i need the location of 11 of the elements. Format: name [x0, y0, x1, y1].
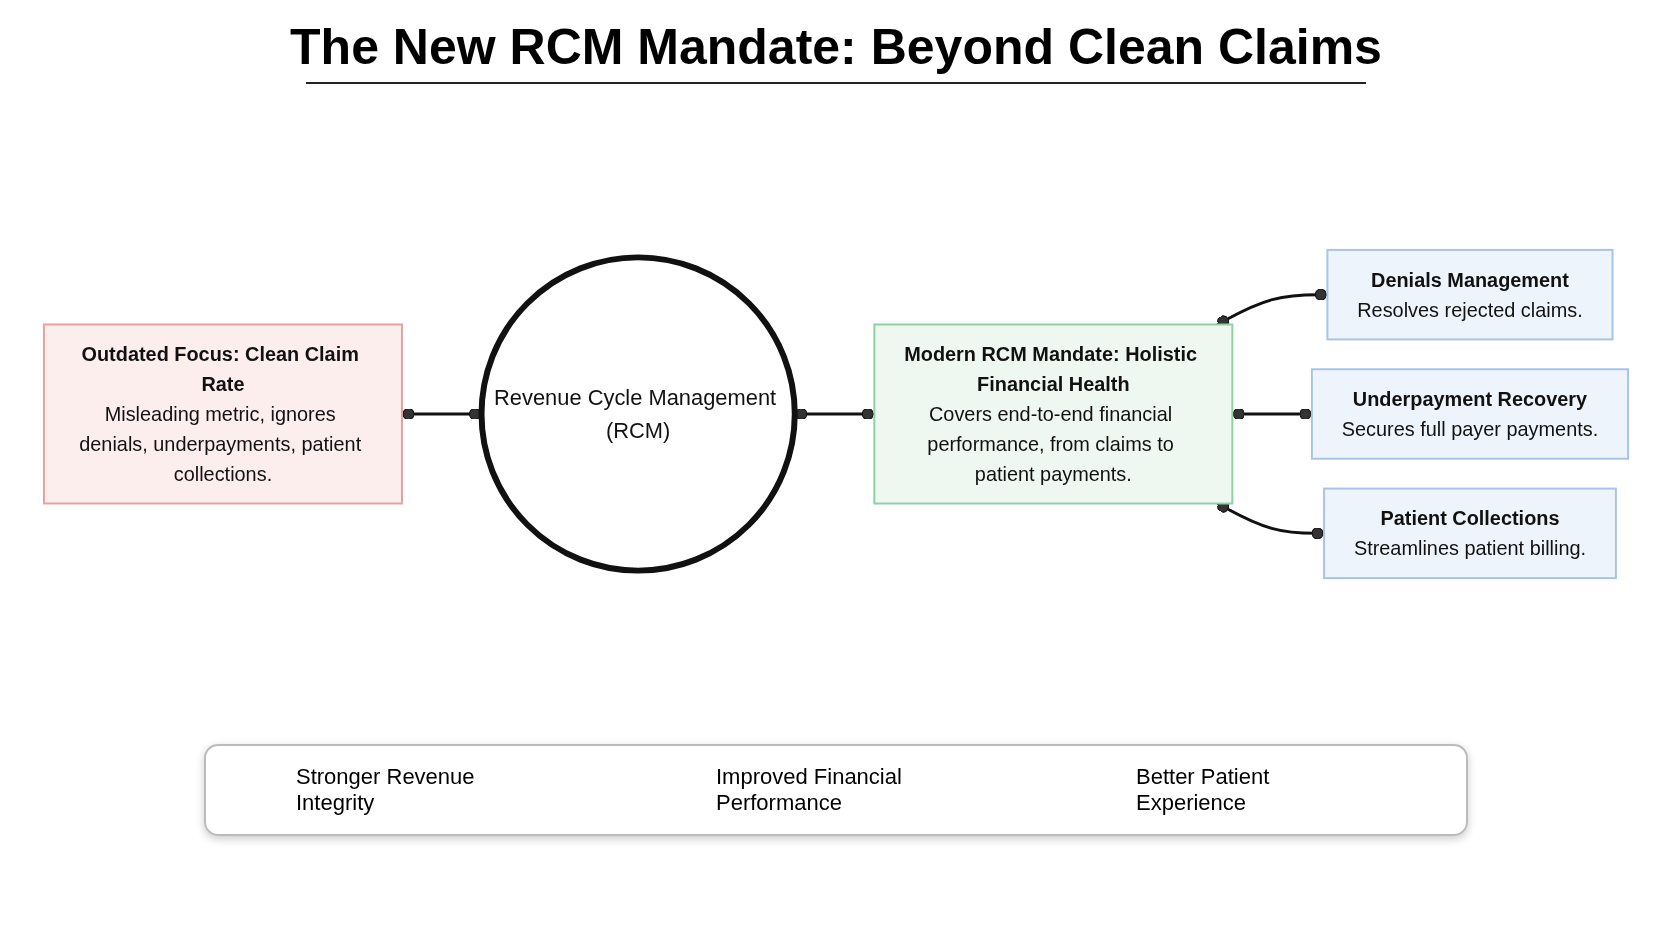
node-box: Modern RCM Mandate: Holistic Financial Health Covers end-to-end financial performance, from claims to patient payments. — [873, 323, 1234, 505]
node-box: Underpayment Recovery Secures full payer payments. — [1310, 368, 1630, 460]
node-circle: Revenue Cycle Management (RCM) — [478, 254, 798, 574]
node-box: Denials Management Resolves rejected claims. — [1326, 248, 1614, 341]
node-box: Outdated Focus: Clean Claim Rate Misleading metric, ignores denials, underpayments, patient collections. — [42, 323, 403, 505]
benefit-label: Better Patient Experience — [1136, 764, 1271, 816]
connector — [1232, 408, 1312, 420]
node-box: Patient Collections Streamlines patient billing. — [1323, 487, 1617, 580]
title: The New RCM Mandate: Beyond Clean Claims — [289, 18, 1383, 76]
benefit-label: Improved Financial Performance — [716, 764, 903, 816]
benefit-label: Stronger Revenue Integrity — [296, 764, 476, 816]
